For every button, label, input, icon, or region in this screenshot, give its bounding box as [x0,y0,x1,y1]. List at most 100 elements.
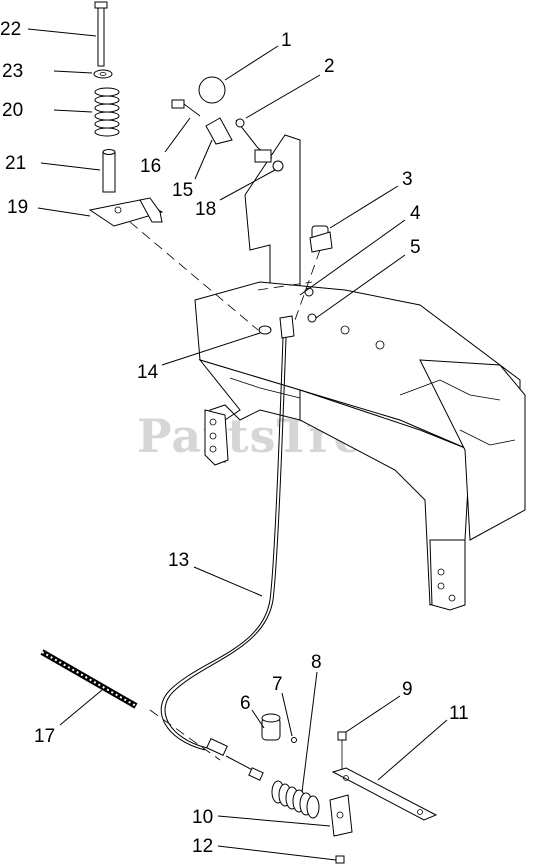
frame-hole [209,432,217,440]
part-11-bar-hole [417,809,423,815]
leader-21 [40,162,101,171]
leader-6 [251,709,265,729]
part-19-bracket-flange [139,197,163,223]
leader-8 [301,671,318,793]
part-8-spring [271,780,320,819]
callout-5: 5 [410,237,421,258]
spring-fitting [248,767,264,781]
leader-2 [245,74,321,119]
callout-8: 8 [311,652,322,673]
callout-13: 13 [168,550,189,571]
watermark-trademark: TM [385,415,399,425]
callout-16: 16 [140,156,161,177]
frame-assembly [194,134,526,611]
part-15-plate [205,117,233,145]
part-13-cable [160,337,284,751]
part-18-nut [272,160,284,172]
callout-14: 14 [137,362,159,383]
leader-16 [164,117,191,153]
frame-hole [448,594,456,602]
part-17-threaded-rod [40,649,138,709]
part-9-screw-head [337,731,347,741]
callout-10: 10 [192,807,213,828]
part-7-pin [291,737,297,743]
frame-hole [209,418,217,426]
frame-edge-line [399,379,501,401]
leader-9 [345,695,401,733]
alignment-line [294,249,321,321]
callout-2: 2 [324,56,335,77]
part-22-bolt-head [94,1,108,9]
leader-18 [219,169,276,201]
frame-hole [437,582,445,590]
pivot-bracket [279,315,295,339]
callout-3: 3 [402,169,413,190]
leader-11 [377,719,448,781]
part-12-nut [335,855,345,864]
leader-7 [281,692,293,737]
part-13-cable-ferrule [206,738,228,756]
callout-20: 20 [2,100,23,121]
parts [40,1,438,864]
part-10-bracket [329,794,353,837]
leader-17 [59,689,103,726]
frame-hole [209,445,217,453]
leader-20 [53,109,93,113]
leader-19 [37,207,91,217]
leader-14 [161,332,261,366]
part-20-spring [94,87,120,137]
callout-11: 11 [449,703,469,724]
part-10-bracket-hole [336,811,344,819]
callout-labels: 22 23 20 21 19 1 2 16 15 18 3 4 5 14 13 … [0,19,469,857]
frame-hole [340,325,350,335]
callout-4: 4 [410,203,421,224]
callout-17: 17 [34,726,55,747]
leader-22 [27,28,97,37]
alignment-lines [129,221,321,761]
callout-1: 1 [281,30,292,51]
frame-hole [437,568,445,576]
frame-left-leg [204,409,229,466]
leader-12 [217,845,337,861]
part-3-switch-body [309,231,333,253]
frame-edge-line [459,429,516,446]
leader-13 [193,566,263,597]
frame-hole [375,340,385,350]
callout-7: 7 [272,674,283,695]
part-23-washer-hole [99,72,107,76]
alignment-line [129,221,259,331]
part-14-nut [258,325,272,335]
part-16-screw-shank [183,103,201,117]
leader-5 [315,254,406,319]
leader-4 [299,219,406,296]
leader-15 [194,139,213,180]
part-21-spacer-top [102,149,116,155]
part-18-bracket [254,149,272,163]
part-2-lever-end [235,118,245,128]
leader-23 [53,70,93,74]
alignment-line [257,281,313,291]
callout-22: 22 [0,19,21,40]
part-4-fitting [304,287,314,297]
callout-9: 9 [402,679,413,700]
leader-10 [217,815,331,827]
callout-12: 12 [192,836,213,857]
callout-21: 21 [5,153,26,174]
part-23-washer [93,69,113,79]
callout-18: 18 [195,199,216,220]
leader-lines [27,28,448,861]
leader-3 [329,185,399,229]
part-11-bar-hole [343,775,349,781]
part-5-fitting [307,313,317,323]
callout-15: 15 [172,180,193,201]
frame-edge-line [229,377,301,399]
part-6-collar-top [261,713,281,723]
callout-23: 23 [2,61,23,82]
callout-6: 6 [240,693,251,714]
frame-right-leg [429,539,466,611]
part-21-spacer [102,151,116,193]
part-19-bracket-hole [114,206,122,214]
upright-plate [244,134,301,306]
alignment-line [149,709,221,761]
